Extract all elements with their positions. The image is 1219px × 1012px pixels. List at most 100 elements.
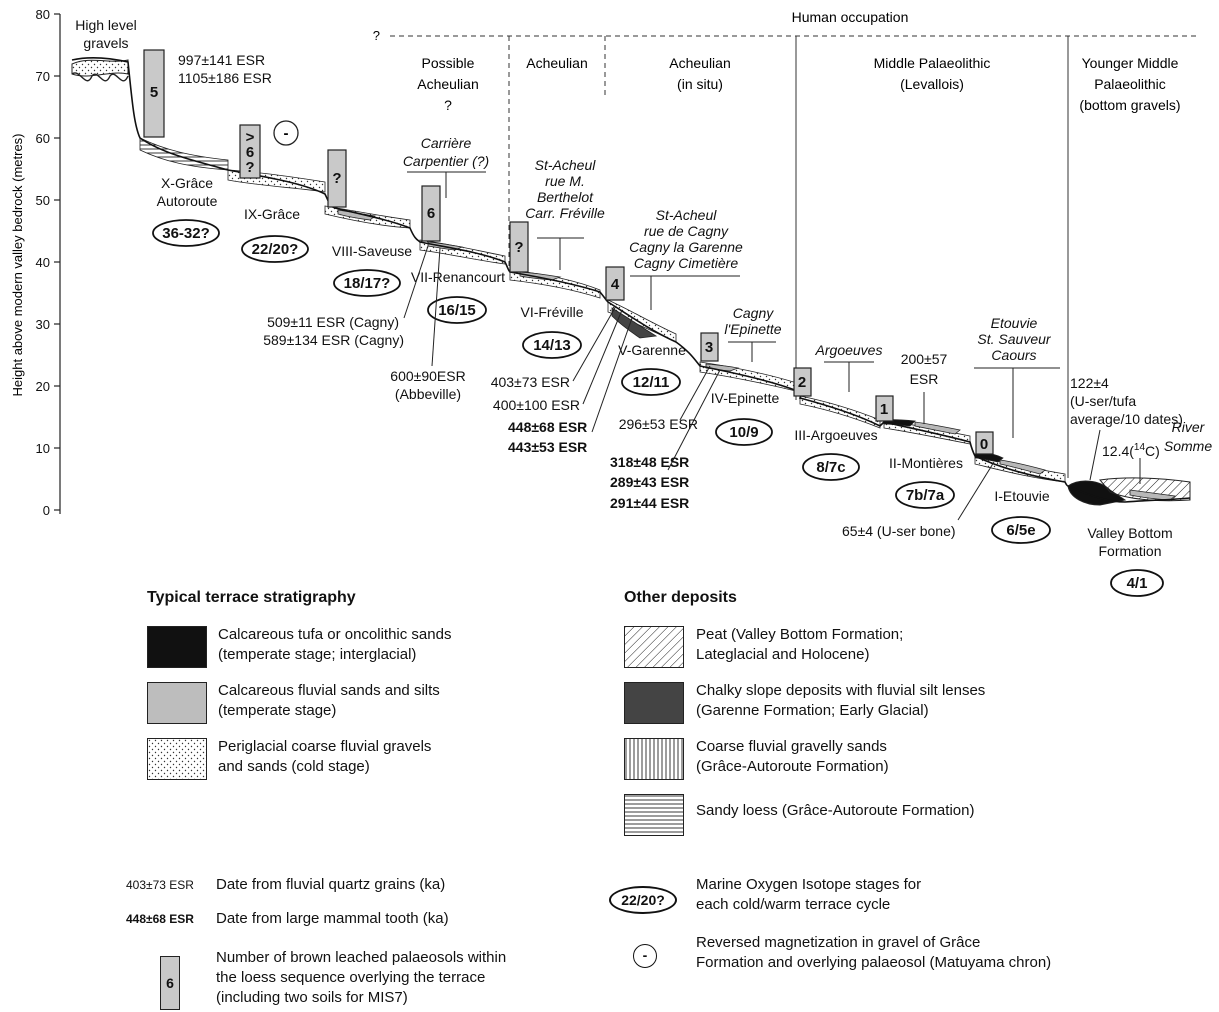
header-question: ? xyxy=(373,28,380,43)
magnetization-symbol: - xyxy=(284,125,289,142)
palaeosol-bar-vi xyxy=(509,221,529,273)
key-palaeosol-bar: 6 xyxy=(160,956,180,1010)
legend-item: Sandy loess (Grâce-Autoroute Formation) xyxy=(696,802,975,819)
terrace-name: Autoroute xyxy=(157,193,218,209)
mis-oval xyxy=(522,331,582,359)
mis-oval xyxy=(991,516,1051,544)
palaeosol-count: 6 xyxy=(246,144,254,161)
site-leaders xyxy=(407,171,1060,438)
y-axis xyxy=(54,13,61,514)
key-tooth-sample: 448±68 ESR xyxy=(126,912,194,926)
mis-label: 4/1 xyxy=(1127,575,1148,592)
site-label: Caours xyxy=(991,347,1036,363)
swatch-tufa xyxy=(147,626,207,668)
zone-label: Acheulian xyxy=(417,76,479,92)
legend-right-title: Other deposits xyxy=(624,589,737,606)
swatch-peat xyxy=(624,626,684,668)
mis-label: 12/11 xyxy=(633,374,670,391)
y-tick-label: 10 xyxy=(36,441,50,456)
palaeosol-bar-vii xyxy=(421,185,441,242)
palaeosol-bar-viii xyxy=(327,149,347,208)
palaeosol-bar-v xyxy=(605,266,625,301)
user-date: average/10 dates) xyxy=(1070,411,1183,427)
palaeosol-count: 6 xyxy=(427,205,435,222)
terrace-name: IX-Grâce xyxy=(244,206,300,222)
c14-date: 12.4(14C) xyxy=(1102,442,1160,459)
palaeosol-count: 3 xyxy=(705,339,713,356)
terrace-name: X-Grâce xyxy=(161,175,213,191)
terrace-name: VIII-Saveuse xyxy=(332,243,412,259)
terrace-name: gravels xyxy=(83,35,128,51)
zone-label: Acheulian xyxy=(669,55,731,71)
legend-item: Calcareous fluvial sands and silts(tempe… xyxy=(218,682,440,719)
terrace-name: IV-Epinette xyxy=(711,390,780,406)
zone-label: Possible xyxy=(422,55,475,71)
esr-quartz-date: 600±90ESR xyxy=(390,368,465,384)
mis-label: 10/9 xyxy=(729,424,758,441)
y-tick-label: 20 xyxy=(36,379,50,394)
site-label: Cagny la Garenne xyxy=(629,239,743,255)
mis-label: 6/5e xyxy=(1006,522,1035,539)
zone-label: (Levallois) xyxy=(900,76,964,92)
site-label: Berthelot xyxy=(537,189,594,205)
terrace-name: Formation xyxy=(1098,543,1161,559)
palaeosol-bar-x xyxy=(143,49,165,138)
esr-quartz-date: 1105±186 ESR xyxy=(178,70,272,86)
terrace-name: VII-Renancourt xyxy=(411,269,505,285)
swatch-coarse-gravelly-sands xyxy=(624,738,684,780)
key-reversed-magnetization-icon: - xyxy=(633,944,657,968)
mis-oval xyxy=(802,453,860,481)
site-label: Cagny Cimetière xyxy=(634,255,738,271)
river-label: Somme xyxy=(1164,438,1212,454)
y-tick-label: 80 xyxy=(36,7,50,22)
mis-oval xyxy=(715,418,773,446)
palaeosol-count: 5 xyxy=(150,84,158,101)
palaeosol-count: ? xyxy=(514,239,523,256)
terrace-name: High level xyxy=(75,17,136,33)
key-tooth-text: Date from large mammal tooth (ka) xyxy=(216,910,449,927)
esr-tooth-date: 448±68 ESR xyxy=(508,419,587,435)
mis-label: 14/13 xyxy=(533,337,571,354)
y-tick-label: 40 xyxy=(36,255,50,270)
mis-oval xyxy=(895,481,955,509)
mis-label: 8/7c xyxy=(816,459,845,476)
terrace-profile xyxy=(71,57,1191,506)
zone-label: Middle Palaeolithic xyxy=(874,55,991,71)
key-quartz-sample: 403±73 ESR xyxy=(126,878,194,892)
site-label: St-Acheul xyxy=(656,207,718,223)
palaeosol-bar-ii xyxy=(875,395,894,422)
site-label: Carpentier (?) xyxy=(403,153,489,169)
key-mis-oval: 22/20? xyxy=(609,886,677,914)
mis-oval xyxy=(241,235,309,263)
legend-item: Chalky slope deposits with fluvial silt … xyxy=(696,682,986,719)
terrace-name: II-Montières xyxy=(889,455,963,471)
mis-oval xyxy=(427,296,487,324)
y-tick-label: 60 xyxy=(36,131,50,146)
palaeosol-bar-iv xyxy=(700,332,719,362)
key-quartz-text: Date from fluvial quartz grains (ka) xyxy=(216,876,446,893)
mis-label: 36-32? xyxy=(162,225,210,242)
user-date: 122±4 xyxy=(1070,375,1109,391)
site-label: l'Epinette xyxy=(724,321,781,337)
y-tick-label: 70 xyxy=(36,69,50,84)
y-axis-label: Height above modern valley bedrock (metr… xyxy=(10,133,25,396)
zone-label: Acheulian xyxy=(526,55,588,71)
date-leaders xyxy=(403,245,1141,521)
palaeosol-bar-i xyxy=(975,431,994,455)
esr-quartz-date: 296±53 ESR xyxy=(619,416,698,432)
site-label: Carr. Fréville xyxy=(525,205,605,221)
key-mag-text: Reversed magnetization in gravel of Grâc… xyxy=(696,934,1052,971)
esr-quartz-date: (Abbeville) xyxy=(395,386,461,402)
palaeosol-count: 1 xyxy=(880,401,888,418)
site-label: rue de Cagny xyxy=(644,223,729,239)
mis-label: 16/15 xyxy=(438,302,476,319)
palaeosol-count: 2 xyxy=(798,374,806,391)
esr-quartz-date: 509±11 ESR (Cagny) xyxy=(267,314,399,330)
swatch-chalky-slope xyxy=(624,682,684,724)
esr-tooth-date: 289±43 ESR xyxy=(610,474,689,490)
palaeosol-count: ? xyxy=(332,170,341,187)
palaeosol-bar-ix xyxy=(239,124,261,179)
